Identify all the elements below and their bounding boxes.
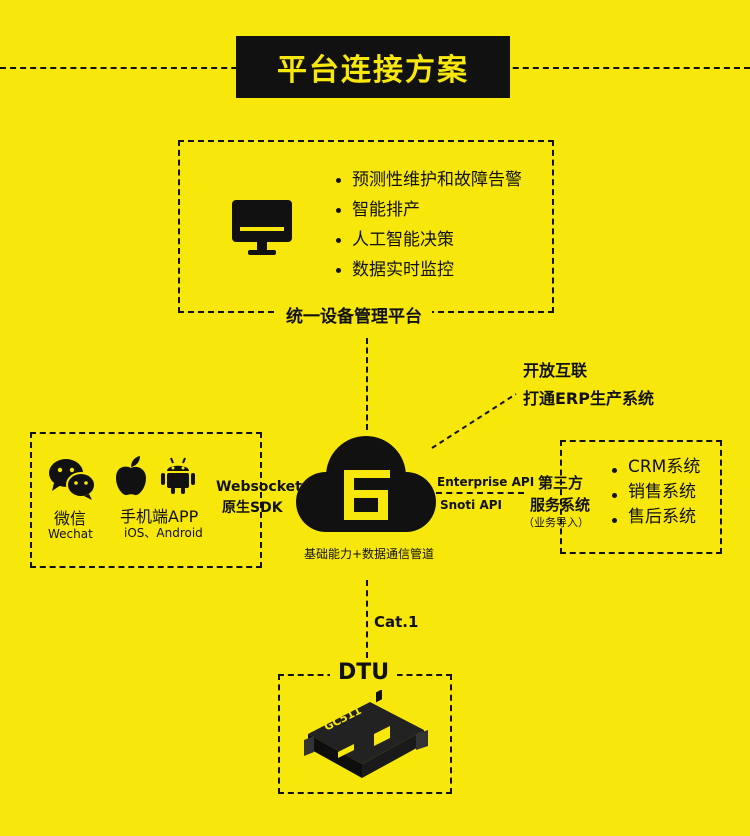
wechat-sublabel: Wechat	[48, 527, 93, 541]
system-item: 销售系统	[612, 480, 700, 505]
connector-cloud-dtu	[366, 580, 368, 658]
platform-label: 统一设备管理平台	[276, 302, 432, 327]
app-label: 手机端APP	[120, 507, 199, 526]
sdk-line-1: Websocket	[216, 479, 302, 495]
api-connector	[436, 492, 524, 494]
app-sublabel: iOS、Android	[124, 526, 203, 540]
cloud-icon	[292, 434, 440, 550]
cloud-caption: 基础能力+数据通信管道	[304, 547, 435, 561]
wechat-label: 微信	[54, 509, 87, 528]
wechat-icon	[48, 458, 96, 504]
link-label: Cat.1	[374, 613, 419, 631]
erp-line-2: 打通ERP生产系统	[523, 389, 654, 408]
feature-item: 人工智能决策	[336, 225, 522, 255]
page-title: 平台连接方案	[236, 36, 510, 98]
monitor-icon	[232, 200, 292, 262]
dtu-device-image	[304, 689, 428, 788]
enterprise-api-label: Enterprise API	[437, 475, 535, 489]
sdk-line-2: 原生SDK	[222, 500, 283, 516]
snoti-api-label: Snoti API	[440, 498, 503, 512]
apple-icon	[114, 456, 148, 500]
third-party-box	[560, 440, 722, 554]
erp-connector	[430, 392, 520, 456]
third-party-line-3: （业务导入）	[523, 516, 589, 529]
clients-box	[30, 432, 262, 568]
dtu-label: DTU	[330, 660, 398, 685]
connector-platform-cloud	[366, 338, 368, 430]
feature-item: 数据实时监控	[336, 255, 522, 285]
android-icon	[160, 456, 196, 498]
erp-line-1: 开放互联	[523, 361, 588, 380]
feature-item: 智能排产	[336, 195, 522, 225]
third-party-system-list: CRM系统 销售系统 售后系统	[612, 455, 700, 530]
platform-feature-list: 预测性维护和故障告警 智能排产 人工智能决策 数据实时监控	[336, 165, 522, 285]
system-item: 售后系统	[612, 505, 700, 530]
feature-item: 预测性维护和故障告警	[336, 165, 522, 195]
system-item: CRM系统	[612, 455, 700, 480]
